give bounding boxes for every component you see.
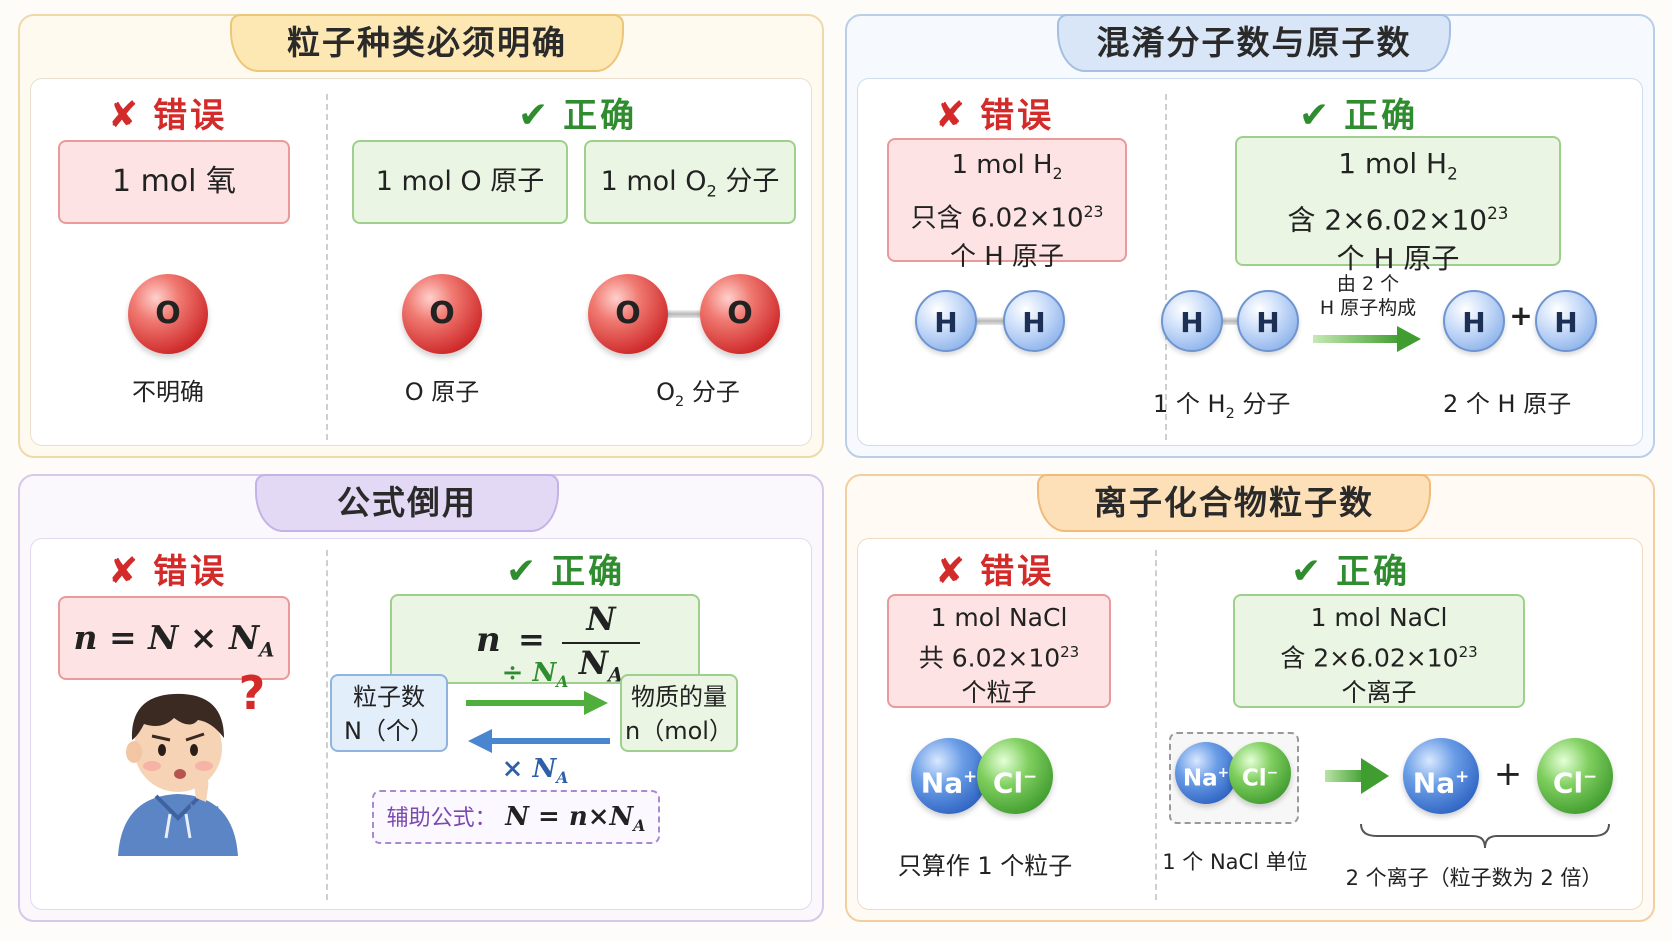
auxiliary-formula-box: 辅助公式： N = n×NA: [372, 790, 660, 844]
multiply-na-label: × NA: [501, 754, 569, 788]
check-icon: ✔: [518, 95, 552, 136]
caption-nacl-unit: 1 个 NaCl 单位: [1162, 850, 1308, 874]
o-atom-unclear: O: [128, 274, 208, 354]
cross-icon: ✘: [935, 95, 969, 136]
o2-atom-right: O: [700, 274, 780, 354]
caption-o-atom: O 原子: [404, 378, 480, 406]
panel-molecule-vs-atom: 混淆分子数与原子数 ✘ 错误 ✔ 正确 1 mol H2 只含 6.02×1023 …: [845, 14, 1655, 458]
green-right-arrow-icon: [466, 691, 608, 715]
right-box: 1 mol NaCl 含 2×6.02×1023 个离子: [1233, 594, 1525, 708]
divider: [326, 550, 328, 900]
wrong-header: ✘ 错误: [935, 88, 1054, 137]
wrong-label: 错误: [153, 96, 228, 136]
brace-icon: [1360, 823, 1610, 849]
right-label: 正确: [551, 552, 626, 592]
cl-ion: Cl−: [1537, 738, 1613, 814]
panel-title: 离子化合物粒子数: [1037, 474, 1431, 532]
cl-ion: Cl−: [977, 738, 1053, 814]
right-header: ✔ 正确: [1291, 544, 1410, 593]
wrong-header: ✘ 错误: [108, 544, 227, 593]
na-ion: Na+: [1403, 738, 1479, 814]
check-icon: ✔: [506, 551, 540, 592]
arrow-caption: 由 2 个 H 原子构成: [1319, 273, 1417, 319]
wrong-formula-box: n = N × NA: [58, 596, 290, 680]
right-label: 正确: [1336, 552, 1411, 592]
wrong-box: 1 mol H2 只含 6.02×1023 个 H 原子: [887, 138, 1127, 272]
h-atom: H: [915, 290, 977, 352]
caption-one-particle: 只算作 1 个粒子: [897, 852, 1073, 880]
wrong-header: ✘ 错误: [935, 544, 1054, 593]
particle-count-box: 粒子数 N（个）: [330, 674, 448, 752]
o2-bond: [650, 310, 704, 318]
caption-unclear: 不明确: [132, 378, 204, 406]
wrong-box: 1 mol NaCl 共 6.02×1023 个粒子: [887, 594, 1111, 708]
h-atom: H: [1237, 290, 1299, 352]
plus-sign: +: [1509, 299, 1533, 332]
panel-body: [30, 78, 812, 446]
panel-title: 公式倒用: [255, 474, 559, 532]
h-atom: H: [1535, 290, 1597, 352]
h2-bond: [1211, 317, 1241, 325]
plus-sign: +: [1493, 754, 1523, 794]
right-header: ✔ 正确: [1299, 88, 1418, 137]
confused-student-illustration: [118, 693, 238, 856]
panel-ionic-compound: 离子化合物粒子数 ✘ 错误 ✔ 正确 1 mol NaCl 共 6.02×1023 …: [845, 474, 1655, 922]
panel-title: 混淆分子数与原子数: [1057, 14, 1451, 72]
cross-icon: ✘: [935, 551, 969, 592]
divider: [1155, 550, 1157, 900]
divide-na-label: ÷ NA: [501, 658, 569, 692]
caption-h2-molecule: 1 个 H2 分子: [1153, 390, 1291, 422]
panel-particle-type: 粒子种类必须明确 ✘ 错误 ✔ 正确 1 mol 氧 1 mol O 原子 1 mo…: [18, 14, 824, 458]
right-box-o2-molecule: 1 mol O2 分子: [584, 140, 796, 224]
cl-ion: Cl−: [1229, 742, 1291, 804]
wrong-label: 错误: [980, 96, 1055, 136]
check-icon: ✔: [1299, 95, 1333, 136]
caption-o2-molecule: O2 分子: [656, 378, 740, 410]
blue-left-arrow-icon: [468, 729, 610, 753]
divider: [326, 94, 328, 440]
green-arrow-icon: [1313, 326, 1421, 352]
h-atom: H: [1161, 290, 1223, 352]
right-label: 正确: [1344, 96, 1419, 136]
right-box-o-atom: 1 mol O 原子: [352, 140, 568, 224]
panel-formula-inversion: 公式倒用 ✘ 错误 ✔ 正确 n = N × NA n = N NA ? 粒子数 N…: [18, 474, 824, 922]
o-atom: O: [402, 274, 482, 354]
question-mark-icon: ?: [238, 666, 266, 720]
cross-icon: ✘: [108, 551, 142, 592]
green-arrow-icon: [1325, 758, 1389, 794]
divider: [1165, 94, 1167, 440]
h2-bond: [965, 317, 1009, 325]
wrong-label: 错误: [153, 552, 228, 592]
h-atom: H: [1003, 290, 1065, 352]
o2-atom-left: O: [588, 274, 668, 354]
right-header: ✔ 正确: [518, 88, 637, 137]
na-ion: Na+: [1175, 742, 1237, 804]
caption-two-ions: 2 个离子（粒子数为 2 倍）: [1345, 866, 1603, 890]
cross-icon: ✘: [108, 95, 142, 136]
caption-2-h-atoms: 2 个 H 原子: [1443, 390, 1572, 418]
right-label: 正确: [563, 96, 638, 136]
na-ion: Na+: [911, 738, 987, 814]
right-header: ✔ 正确: [506, 544, 625, 593]
check-icon: ✔: [1291, 551, 1325, 592]
amount-of-substance-box: 物质的量 n（mol）: [620, 674, 738, 752]
wrong-box: 1 mol 氧: [58, 140, 290, 224]
panel-title: 粒子种类必须明确: [230, 14, 624, 72]
right-box: 1 mol H2 含 2×6.02×1023 个 H 原子: [1235, 136, 1561, 275]
wrong-label: 错误: [980, 552, 1055, 592]
right-formula-box: n = N NA: [390, 594, 700, 686]
wrong-header: ✘ 错误: [108, 88, 227, 137]
h-atom: H: [1443, 290, 1505, 352]
